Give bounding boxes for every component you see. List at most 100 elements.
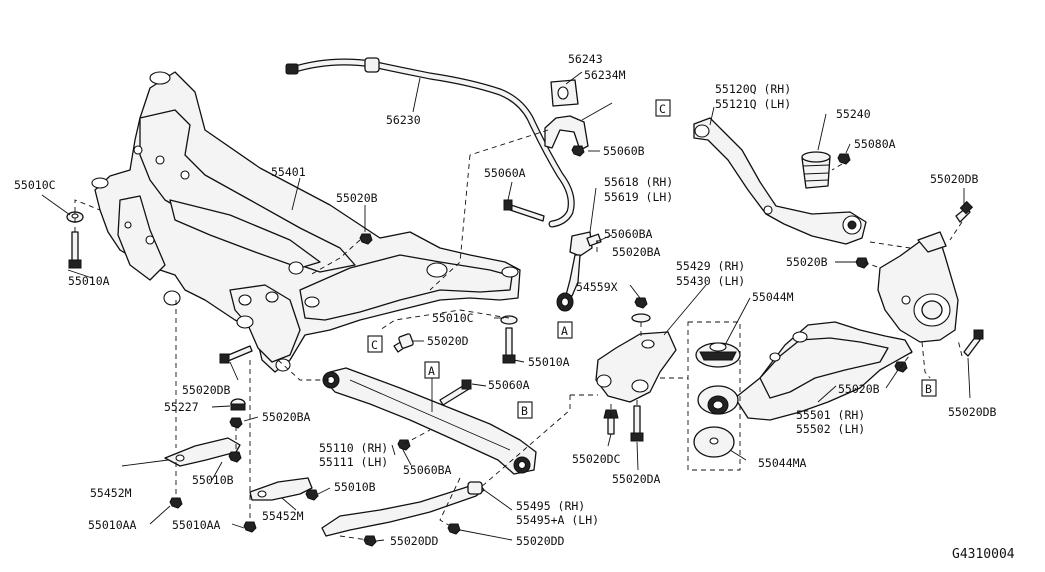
stabilizer-clamp — [544, 115, 589, 151]
ref-box-c-left: C — [367, 335, 383, 353]
label-55111: 55111 (LH) — [319, 455, 388, 469]
ref-box-a-mid: A — [424, 361, 440, 412]
bolt-55010AA-left — [169, 497, 183, 509]
stabilizer-bushing — [550, 79, 579, 107]
nut-55020B-top — [359, 233, 373, 245]
nut-55020BA-right — [634, 297, 648, 309]
bolt-55020DB-upper — [955, 200, 974, 223]
leader-lines — [41, 71, 971, 542]
label-55120Q: 55120Q (RH) — [715, 82, 791, 96]
bolt-55010AA-mid — [243, 521, 257, 533]
ref-letter-a-mid: A — [428, 364, 435, 378]
label-55227: 55227 — [164, 400, 199, 414]
label-55020B-right: 55020B — [786, 255, 828, 269]
lower-link-arm — [734, 321, 913, 421]
bolt-55060A-mid — [439, 379, 472, 406]
label-56230: 56230 — [386, 113, 421, 127]
label-54559X: 54559X — [576, 280, 618, 294]
bolt-55020DB-right — [963, 329, 984, 357]
label-55010AA-mid: 55010AA — [172, 518, 221, 532]
label-55020DD-left: 55020DD — [390, 534, 439, 548]
label-55020B-lower: 55020B — [838, 382, 880, 396]
bushing-55227 — [230, 398, 246, 411]
label-55010B-left: 55010B — [192, 473, 234, 487]
part-labels: 55010C 55010A 55401 55020B 56230 56243 5… — [14, 52, 997, 548]
spring-seat-upper — [695, 342, 741, 368]
label-55010A-left: 55010A — [68, 274, 110, 288]
bolt-55080A — [837, 153, 851, 165]
label-55020DB-right: 55020DB — [948, 405, 997, 419]
label-55060BA-mid: 55060BA — [403, 463, 452, 477]
spring-seat-washer — [693, 426, 735, 458]
label-55060BA-top: 55060BA — [604, 227, 653, 241]
bolt-55010A-mid — [502, 327, 516, 364]
label-55020DB-left: 55020DB — [182, 383, 231, 397]
assembly-lines — [74, 129, 963, 541]
bump-stopper — [801, 151, 831, 189]
ref-box-b-right: B — [921, 379, 937, 397]
label-55044MA: 55044MA — [758, 456, 807, 470]
ref-box-b-mid: B — [517, 401, 533, 419]
label-55240: 55240 — [836, 107, 871, 121]
label-55501: 55501 (RH) — [796, 408, 865, 422]
label-55429: 55429 (RH) — [676, 259, 745, 273]
label-55495: 55495 (RH) — [516, 499, 585, 513]
label-55020BA-left: 55020BA — [262, 410, 311, 424]
bolt-55060A-upper — [503, 199, 545, 222]
label-55401: 55401 — [271, 165, 306, 179]
label-56243: 56243 — [568, 52, 603, 66]
label-55010AA-left: 55010AA — [88, 518, 137, 532]
bolt-55010A-left — [68, 231, 82, 269]
stabilizer-link — [556, 231, 602, 312]
label-55044M: 55044M — [752, 290, 794, 304]
label-56234M: 56234M — [584, 68, 626, 82]
label-55080A: 55080A — [854, 137, 896, 151]
label-55618: 55618 (RH) — [604, 175, 673, 189]
lower-rear-arm — [322, 367, 537, 475]
label-55010C-top: 55010C — [14, 178, 56, 192]
rear-knuckle — [877, 231, 959, 343]
upper-link-arm — [693, 117, 867, 245]
rear-subframe — [91, 71, 521, 373]
label-55502: 55502 (LH) — [796, 422, 865, 436]
ref-box-a-upper: A — [557, 321, 573, 339]
label-55020DB-top: 55020DB — [930, 172, 979, 186]
bolt-55020DB-left — [219, 345, 253, 364]
ref-letter-c-left: C — [371, 338, 378, 352]
label-55010B-mid: 55010B — [334, 480, 376, 494]
toe-control-bracket — [595, 331, 677, 403]
label-55452M-left: 55452M — [90, 486, 132, 500]
label-55010C-mid: 55010C — [432, 311, 474, 325]
spring-seat-lower — [697, 385, 739, 415]
bolt-55010B-left — [228, 451, 242, 463]
stay-55452M-mid — [249, 477, 313, 501]
bolt-55010B-mid — [305, 489, 319, 501]
bolt-55010C-mid — [500, 315, 518, 325]
bolt-55060B — [571, 145, 585, 157]
label-55121Q: 55121Q (LH) — [715, 97, 791, 111]
stabilizer-bar — [285, 57, 575, 228]
washer-54559X — [631, 313, 651, 323]
label-55110: 55110 (RH) — [319, 441, 388, 455]
ref-letter-a-upper: A — [561, 324, 568, 338]
label-55010A-mid: 55010A — [528, 355, 570, 369]
label-55020DC: 55020DC — [572, 452, 621, 466]
label-55020D: 55020D — [427, 334, 469, 348]
ref-letter-b-mid: B — [521, 404, 528, 418]
bolt-55020DD-right — [447, 523, 461, 535]
label-55619: 55619 (LH) — [604, 190, 673, 204]
label-55495A: 55495+A (LH) — [516, 513, 599, 527]
nut-55020BA-left — [229, 417, 243, 429]
label-55452M-mid: 55452M — [262, 509, 304, 523]
label-55020BA-top: 55020BA — [612, 245, 661, 259]
ref-box-c-top: C — [655, 99, 671, 117]
label-55060A-mid: 55060A — [488, 378, 530, 392]
stay-55452M-left — [164, 437, 241, 467]
label-55020B-top: 55020B — [336, 191, 378, 205]
ref-letter-c-top: C — [659, 102, 666, 116]
diagram-code: G4310004 — [952, 547, 1015, 562]
label-55060B: 55060B — [603, 144, 645, 158]
bolt-55020D — [393, 333, 414, 353]
label-55020DD-right: 55020DD — [516, 534, 565, 548]
